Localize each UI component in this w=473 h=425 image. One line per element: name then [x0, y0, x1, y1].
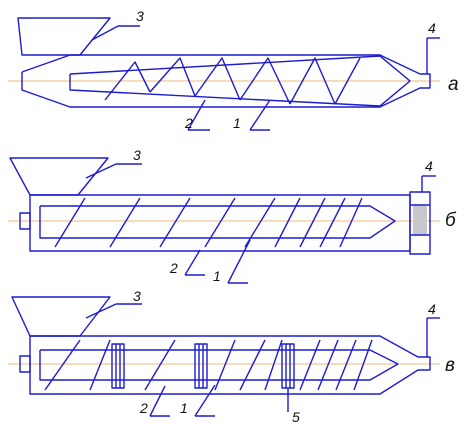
- callout-hopper: 3: [133, 288, 141, 304]
- leader-2: [149, 385, 166, 417]
- callout-barrel: 2: [139, 400, 148, 416]
- section-letter-v: в: [445, 355, 455, 376]
- screw-flights: [104, 57, 361, 105]
- callout-screw: 1: [233, 115, 241, 131]
- callout-nozzle: 4: [428, 301, 436, 317]
- callout-barrel: 2: [169, 260, 178, 276]
- screw-flights: [54, 197, 363, 248]
- callout-hopper: 3: [136, 8, 144, 24]
- screw-flights: [44, 339, 373, 391]
- hopper: [17, 17, 111, 56]
- drive-shaft: [19, 212, 31, 230]
- section-letter-b: б: [445, 210, 457, 231]
- leader-3: [85, 303, 117, 319]
- leader-1: [227, 239, 251, 284]
- hopper: [9, 157, 109, 196]
- barrel-outline: [29, 335, 431, 395]
- leader-3: [85, 163, 117, 179]
- callout-nozzle: 4: [425, 158, 433, 174]
- callout-screw: 1: [213, 268, 221, 284]
- screw-root: [69, 74, 381, 107]
- screw-body: [39, 349, 399, 381]
- extruder-variant-b: 3 4 2 1 б: [8, 147, 457, 284]
- screw-body: [39, 205, 396, 239]
- callout-nozzle: 4: [428, 20, 436, 36]
- leader-2: [184, 249, 201, 276]
- barrel-outline: [21, 54, 431, 108]
- nozzle-plate: [409, 191, 431, 255]
- hopper: [11, 296, 111, 337]
- leader-2: [187, 99, 206, 131]
- callout-hopper: 3: [133, 147, 141, 163]
- section-letter-a: а: [448, 74, 459, 95]
- nozzle-insert: [413, 205, 427, 235]
- callout-mixing-ring: 5: [292, 409, 300, 425]
- leader-1: [194, 384, 216, 417]
- leader-1: [249, 99, 271, 131]
- extruder-variant-v: 3 4 2 1 5 в: [8, 288, 455, 425]
- callout-barrel: 2: [184, 115, 193, 131]
- extruder-variant-a: 3 4 2 1 а: [8, 8, 459, 131]
- mixing-rings: [111, 343, 295, 389]
- drive-shaft: [19, 355, 31, 373]
- callout-screw: 1: [180, 400, 188, 416]
- leader-3: [91, 25, 119, 41]
